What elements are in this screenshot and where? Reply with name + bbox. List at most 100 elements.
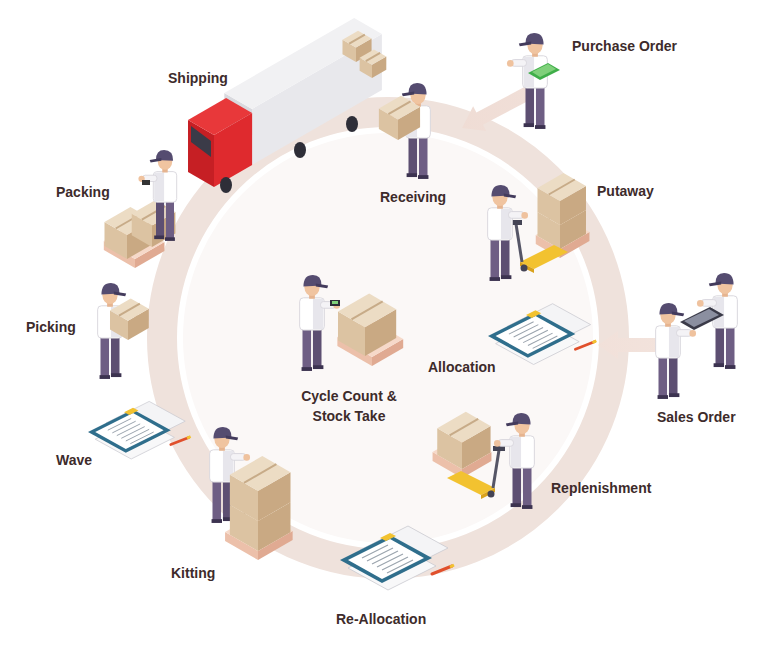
- worker-leg: [303, 326, 312, 368]
- clipboard-line: [117, 424, 140, 436]
- pallet-jack-grip: [493, 446, 505, 451]
- worker-leg: [101, 334, 110, 376]
- pen-tip: [187, 437, 191, 439]
- clipboard-line: [372, 551, 398, 564]
- worker-shoe: [501, 275, 511, 279]
- pallet-jack-handle: [516, 224, 522, 262]
- worker-leg: [513, 464, 522, 504]
- pallet-jack-wheel: [488, 491, 495, 498]
- worker-shoe: [714, 363, 724, 367]
- pallet-jack-handle: [493, 450, 499, 488]
- worker-shoe: [313, 365, 323, 369]
- pallet-jack-fork: [520, 245, 568, 269]
- worker: [488, 185, 528, 281]
- worker-leg: [659, 354, 668, 396]
- worker-leg: [526, 84, 535, 124]
- pen: [171, 437, 189, 444]
- pallet-jack-wheel: [521, 265, 528, 272]
- worker-shoe: [658, 395, 668, 399]
- worker-cap-brim: [402, 92, 414, 97]
- clipboard-line: [509, 322, 534, 334]
- worker: [507, 33, 547, 129]
- worker-leg: [111, 334, 120, 374]
- worker-shoe: [154, 236, 164, 240]
- worker-cap-brim: [114, 292, 126, 297]
- clipboard-line: [112, 421, 135, 433]
- worker-leg: [419, 134, 428, 176]
- worker-leg: [716, 324, 725, 364]
- worker-cap-brim: [672, 312, 684, 317]
- pallet-jack-fork: [481, 488, 495, 499]
- carton: [110, 298, 149, 320]
- worker: [494, 413, 534, 509]
- worker-shoe: [418, 175, 428, 179]
- step-label: Wave: [56, 450, 92, 470]
- money: [532, 64, 556, 77]
- step-label: Picking: [26, 317, 76, 337]
- clipboard-line: [130, 432, 153, 444]
- worker-leg: [156, 199, 164, 237]
- step-label: Sales Order: [657, 407, 736, 427]
- flow-arrow: [598, 331, 660, 359]
- pallet-jack-fork: [447, 471, 495, 495]
- worker-shoe: [511, 503, 521, 507]
- pallet-jack-fork: [520, 262, 534, 273]
- tape: [119, 304, 140, 316]
- process-ring-inner: [183, 133, 593, 543]
- worker-shoe: [212, 519, 222, 523]
- scanner: [142, 180, 150, 185]
- clipboard-line: [523, 330, 548, 342]
- scanner-screen: [332, 301, 338, 304]
- worker: [300, 275, 340, 371]
- clipboard-line: [367, 548, 393, 561]
- pen-tip: [450, 565, 454, 567]
- carton: [360, 49, 387, 64]
- tape: [549, 180, 575, 195]
- worker-cap-brim: [506, 422, 518, 427]
- clipboard-clip: [526, 310, 541, 318]
- worker-hand: [697, 300, 704, 307]
- truck-wheel: [220, 177, 232, 193]
- step-label: Packing: [56, 182, 110, 202]
- process-ring: [162, 112, 614, 564]
- clipboard-board: [340, 535, 432, 583]
- clipboard-paper: [348, 539, 424, 579]
- worker-leg: [726, 324, 735, 366]
- pen: [432, 566, 452, 574]
- clipboard-board: [88, 410, 171, 453]
- clipboard: [88, 401, 191, 459]
- step-label: Re-Allocation: [336, 609, 426, 629]
- worker-leg: [409, 134, 418, 174]
- truck-wheel: [346, 116, 358, 132]
- clipboard-line: [382, 557, 408, 570]
- clipboard-board: [488, 312, 575, 358]
- step-label: Putaway: [597, 181, 654, 201]
- worker-cap-brim: [519, 42, 531, 47]
- carton: [342, 31, 371, 48]
- carton: [338, 294, 396, 328]
- worker-hand: [507, 60, 514, 67]
- tape: [244, 464, 276, 483]
- worker-leg: [313, 326, 322, 366]
- worker-shoe: [490, 277, 500, 281]
- step-label: Kitting: [171, 563, 215, 583]
- worker-leg: [491, 236, 500, 278]
- carton: [379, 96, 420, 120]
- clipboard: [340, 526, 454, 590]
- money: [528, 63, 560, 80]
- tablet: [680, 307, 724, 330]
- scanner: [330, 300, 340, 306]
- truck-windshield: [191, 126, 211, 157]
- worker-hand: [689, 330, 696, 337]
- worker-shoe: [407, 173, 417, 177]
- tablet-screen: [684, 309, 719, 327]
- clipboard-line: [121, 427, 144, 439]
- step-label: Replenishment: [551, 478, 651, 498]
- carton: [437, 412, 490, 443]
- carton: [537, 173, 585, 201]
- worker-shoe: [522, 505, 532, 509]
- worker-shoe: [669, 393, 679, 397]
- worker-leg: [166, 199, 174, 239]
- tape: [366, 53, 380, 61]
